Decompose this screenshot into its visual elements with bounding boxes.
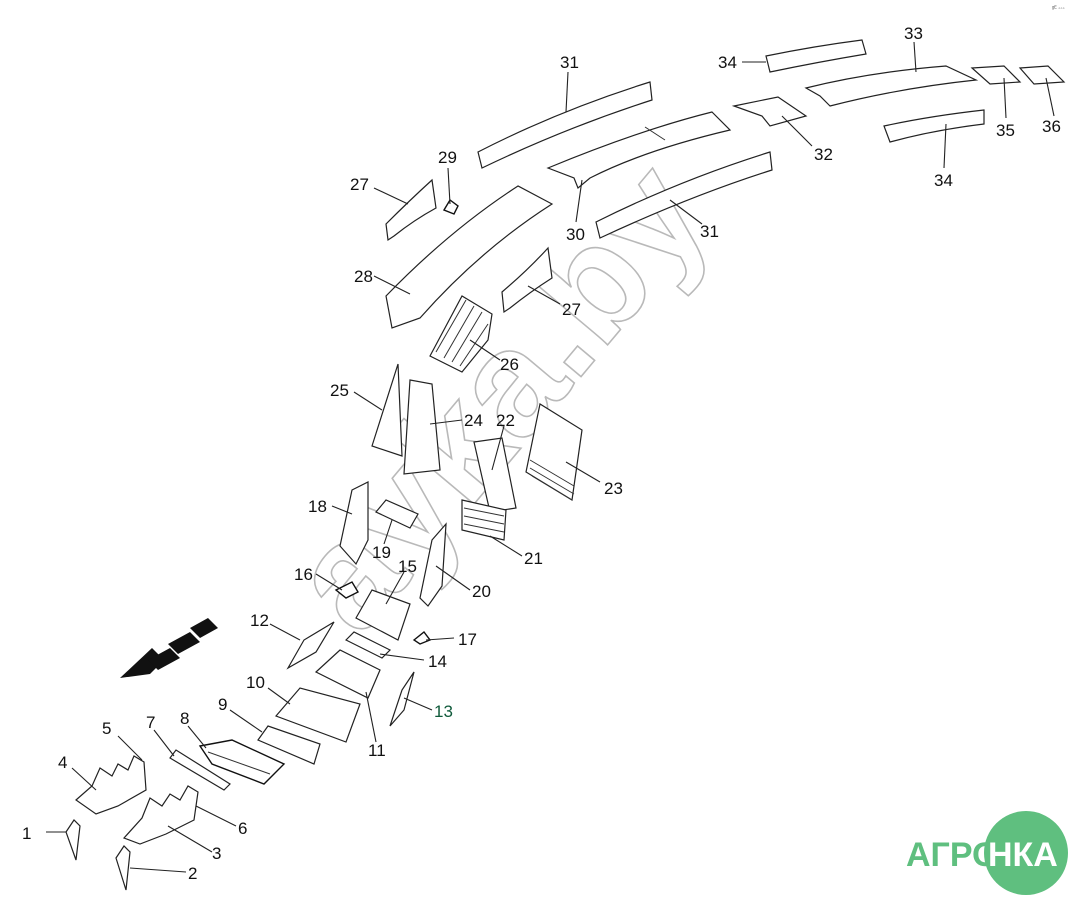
callout-2: 2 xyxy=(188,864,197,883)
callout-9: 9 xyxy=(218,695,227,714)
callout-29: 29 xyxy=(438,148,457,167)
part-7 xyxy=(169,749,231,791)
callout-24: 24 xyxy=(464,411,483,430)
dashed-arrow-left-down-icon xyxy=(120,618,218,678)
part-32 xyxy=(731,96,808,127)
callout-1: 1 xyxy=(22,824,31,843)
part-33 xyxy=(804,65,979,107)
part-27-upper xyxy=(385,178,437,242)
callout-34-right: 34 xyxy=(934,171,953,190)
part-30 xyxy=(546,111,732,189)
part-3-6-bracket xyxy=(122,785,199,845)
logo-text-part1: АГРО xyxy=(906,836,999,874)
callout-16: 16 xyxy=(294,565,313,584)
callout-23: 23 xyxy=(604,479,623,498)
part-26 xyxy=(429,295,493,373)
part-25 xyxy=(371,363,403,457)
part-1 xyxy=(65,819,81,861)
logo-text-part2: НКА xyxy=(988,836,1058,874)
callout-3: 3 xyxy=(212,844,221,863)
callout-14: 14 xyxy=(428,652,447,671)
callout-4: 4 xyxy=(58,753,67,772)
part-31-lower xyxy=(595,151,773,239)
callout-36: 36 xyxy=(1042,117,1061,136)
callout-32: 32 xyxy=(814,145,833,164)
callout-27-lower: 27 xyxy=(562,300,581,319)
callout-15: 15 xyxy=(398,557,417,576)
parts-group xyxy=(65,39,1066,891)
callout-19: 19 xyxy=(372,543,391,562)
part-28 xyxy=(385,185,554,329)
callout-20: 20 xyxy=(472,582,491,601)
part-2 xyxy=(115,845,131,891)
callout-31-lower: 31 xyxy=(700,222,719,241)
part-11 xyxy=(314,649,381,699)
callout-13: 13 xyxy=(434,702,453,721)
part-31-upper xyxy=(477,81,653,169)
part-34-right xyxy=(883,109,985,143)
part-29 xyxy=(442,198,459,215)
part-19 xyxy=(375,499,419,529)
callout-17: 17 xyxy=(458,630,477,649)
part-35 xyxy=(970,65,1022,85)
part-20 xyxy=(419,522,447,607)
callout-10: 10 xyxy=(246,673,265,692)
part-9 xyxy=(257,725,321,765)
part-8 xyxy=(198,739,286,785)
callout-6: 6 xyxy=(238,819,247,838)
callout-5: 5 xyxy=(102,719,111,738)
callout-27-upper: 27 xyxy=(350,175,369,194)
callout-11: 11 xyxy=(368,741,386,760)
callout-22: 22 xyxy=(496,411,515,430)
part-12 xyxy=(286,621,335,670)
leader-lines xyxy=(46,41,1055,873)
callout-35: 35 xyxy=(996,121,1015,140)
callout-12: 12 xyxy=(250,611,269,630)
callout-18: 18 xyxy=(308,497,327,516)
callout-7: 7 xyxy=(146,713,155,732)
part-17 xyxy=(412,631,432,645)
callout-31-upper: 31 xyxy=(560,53,579,72)
callout-30: 30 xyxy=(566,225,585,244)
corner-mark: ᵍᴱ ◦◦◦ xyxy=(1052,5,1065,12)
part-36 xyxy=(1018,65,1066,85)
callout-34-top: 34 xyxy=(718,53,737,72)
logo-circle xyxy=(984,811,1068,895)
part-22 xyxy=(473,437,517,513)
part-24 xyxy=(403,379,441,475)
callout-8: 8 xyxy=(180,709,189,728)
callout-21: 21 xyxy=(524,549,543,568)
part-13 xyxy=(389,671,415,727)
part-16 xyxy=(334,581,359,599)
part-10 xyxy=(274,687,361,743)
part-27-lower xyxy=(501,246,553,314)
callout-25: 25 xyxy=(330,381,349,400)
callout-28: 28 xyxy=(354,267,373,286)
part-4-5-bracket xyxy=(75,755,147,815)
callout-33: 33 xyxy=(904,24,923,43)
callout-26: 26 xyxy=(500,355,519,374)
part-34-top xyxy=(765,39,867,73)
part-18 xyxy=(339,481,369,566)
part-15 xyxy=(355,589,411,641)
agronka-logo: АГРО НКА xyxy=(906,811,1068,895)
part-14 xyxy=(344,631,392,659)
callout-labels: 1 2 3 4 5 6 7 8 9 10 11 12 13 14 15 16 1… xyxy=(22,24,1061,883)
